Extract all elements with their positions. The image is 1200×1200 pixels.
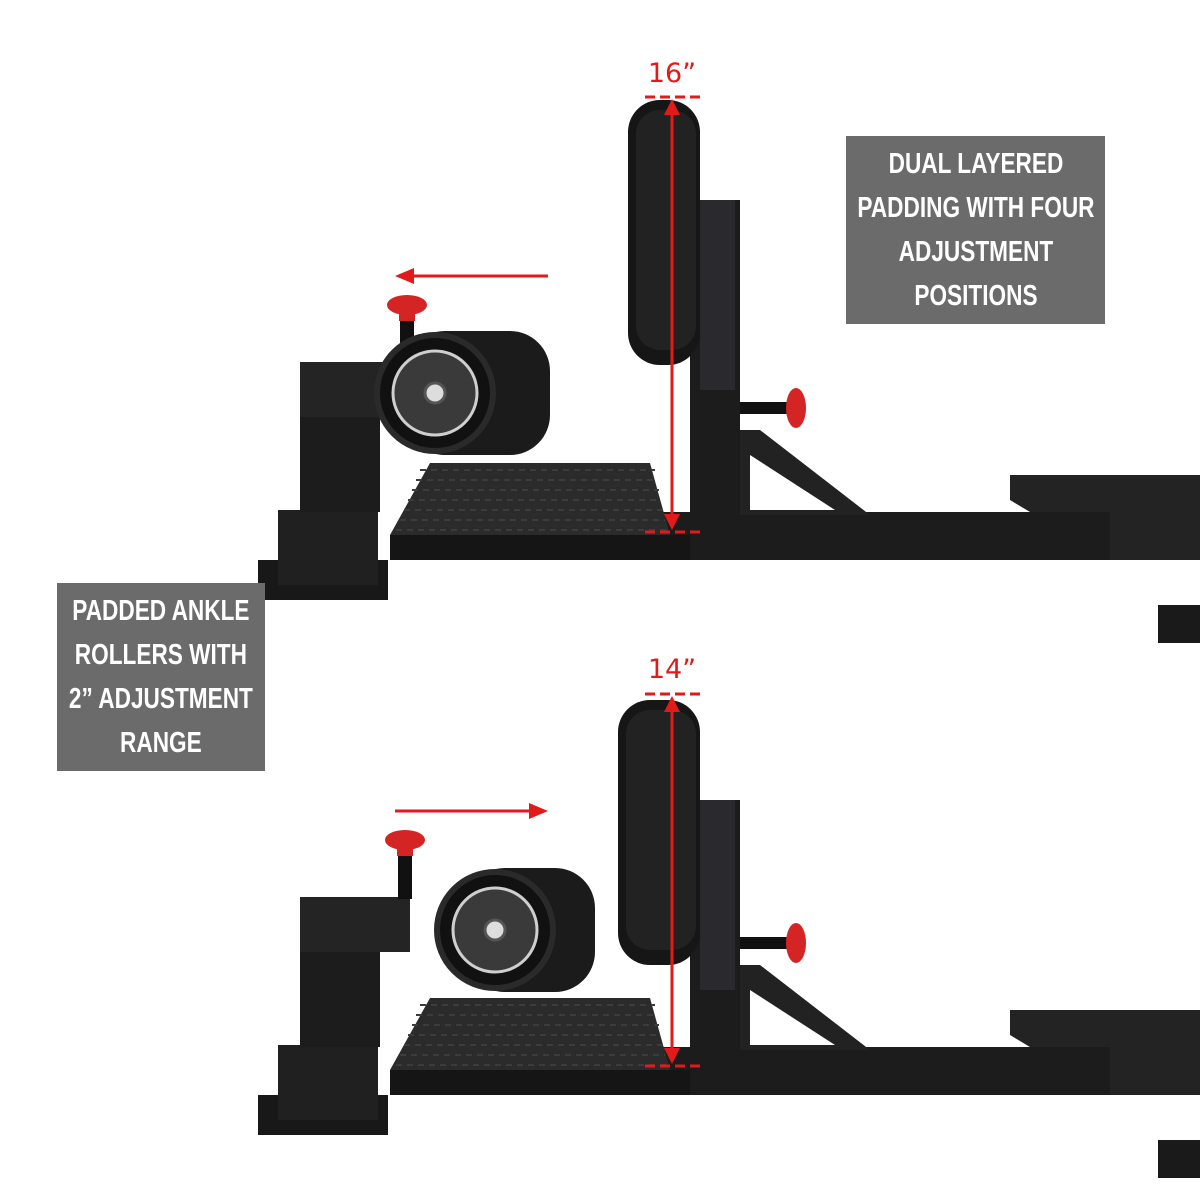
roller-callout-line: ROLLERS WITH: [74, 639, 248, 671]
roller-callout-line: RANGE: [120, 727, 202, 759]
measure-arrow-up: [664, 696, 680, 712]
pad-mount: [700, 800, 735, 990]
pad-callout: DUAL LAYERED PADDING WITH FOUR ADJUSTMEN…: [846, 136, 1105, 324]
main-rail: [660, 512, 1110, 560]
crossbar-foot: [1158, 1140, 1200, 1178]
post-pin-stem: [740, 937, 790, 949]
roller-pin-stem: [398, 853, 412, 899]
roller-pin-knob-neck: [399, 305, 415, 321]
brace-gap: [750, 455, 835, 510]
post-pin-stem: [740, 402, 790, 414]
roller-callout-line: PADDED ANKLE: [72, 595, 250, 627]
pad-callout-line: POSITIONS: [913, 280, 1038, 312]
pad-callout-line: PADDING WITH FOUR: [856, 192, 1095, 224]
measure-arrow-down: [664, 1048, 680, 1064]
post-pin-knob: [786, 388, 806, 428]
back-pad-highlight: [626, 710, 696, 950]
crossbar-foot: [1158, 605, 1200, 643]
roller-bolt: [483, 918, 507, 942]
measure-arrow-up: [664, 99, 680, 115]
back-pad-highlight: [636, 110, 696, 350]
pad-mount: [700, 200, 735, 390]
pad-callout-line: DUAL LAYERED: [888, 148, 1063, 180]
base-block: [278, 510, 378, 585]
brace-gap: [750, 990, 835, 1045]
measure-arrow-down: [664, 514, 680, 530]
main-rail: [660, 1047, 1110, 1095]
arrow-head-left: [395, 268, 414, 284]
bottom-height-label: 14”: [647, 654, 697, 685]
pad-callout-line: ADJUSTMENT: [898, 236, 1053, 268]
roller-callout-line: 2” ADJUSTMENT: [69, 683, 253, 715]
top-height-label: 16”: [647, 58, 697, 89]
roller-arm: [300, 897, 410, 952]
post-pin-knob: [786, 923, 806, 963]
arrow-head-right: [529, 803, 548, 819]
roller-bolt: [423, 381, 447, 405]
roller-callout: PADDED ANKLE ROLLERS WITH 2” ADJUSTMENT …: [57, 583, 265, 771]
base-block: [278, 1045, 378, 1120]
plate-base: [390, 1070, 690, 1095]
roller-pin-knob-neck: [397, 840, 413, 856]
plate-base: [390, 535, 690, 560]
